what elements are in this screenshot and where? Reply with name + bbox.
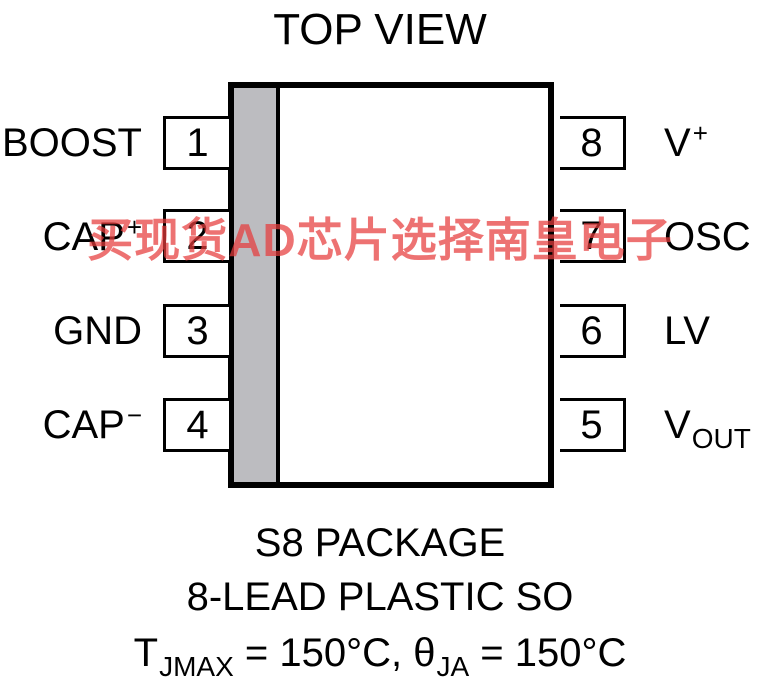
pin-2-label: CAP+ bbox=[42, 212, 142, 259]
pin-8-box: 8 bbox=[560, 116, 626, 170]
pin-5-box: 5 bbox=[560, 398, 626, 452]
thermal-spec: TJMAX = 150°C, θJA = 150°C bbox=[133, 631, 627, 682]
pin-6-label: LV bbox=[664, 309, 710, 353]
pin-5-label: VOUT bbox=[664, 403, 751, 454]
pin-3-box: 3 bbox=[163, 304, 229, 358]
pin-number: 1 bbox=[186, 120, 209, 165]
pin-8-label-sup: + bbox=[692, 118, 708, 148]
pin-2-box: 2 bbox=[163, 209, 229, 263]
watermark-text: 买现货AD芯片选择南皇电子 bbox=[87, 214, 673, 266]
pin-number: 3 bbox=[186, 308, 209, 353]
pin-7-box: 7 bbox=[560, 209, 626, 263]
pin-8-label: V+ bbox=[664, 118, 708, 165]
pin-4-label-sup: − bbox=[126, 400, 142, 430]
pin-4-label: CAP− bbox=[42, 400, 142, 447]
pin-1-box: 1 bbox=[163, 116, 229, 170]
pin-2-label-sup: + bbox=[126, 212, 142, 242]
pin1-indicator-band bbox=[234, 88, 280, 482]
pin-7-label: OSC bbox=[664, 215, 751, 259]
pin-1-label: BOOST bbox=[1, 121, 142, 165]
pin-number: 8 bbox=[580, 120, 603, 165]
diagram-title: TOP VIEW bbox=[273, 5, 487, 54]
package-description: 8-LEAD PLASTIC SO bbox=[186, 575, 574, 619]
pin-number: 6 bbox=[580, 308, 603, 353]
pin-4-box: 4 bbox=[163, 398, 229, 452]
pin-5-label-sub: OUT bbox=[691, 423, 751, 454]
pin-number: 5 bbox=[580, 402, 603, 447]
pin-number: 7 bbox=[580, 213, 603, 258]
pin-3-label: GND bbox=[53, 309, 142, 353]
package-name: S8 PACKAGE bbox=[254, 521, 506, 565]
pin-6-box: 6 bbox=[560, 304, 626, 358]
chip-body bbox=[228, 82, 554, 488]
pin-number: 4 bbox=[186, 402, 209, 447]
pin-number: 2 bbox=[186, 213, 209, 258]
